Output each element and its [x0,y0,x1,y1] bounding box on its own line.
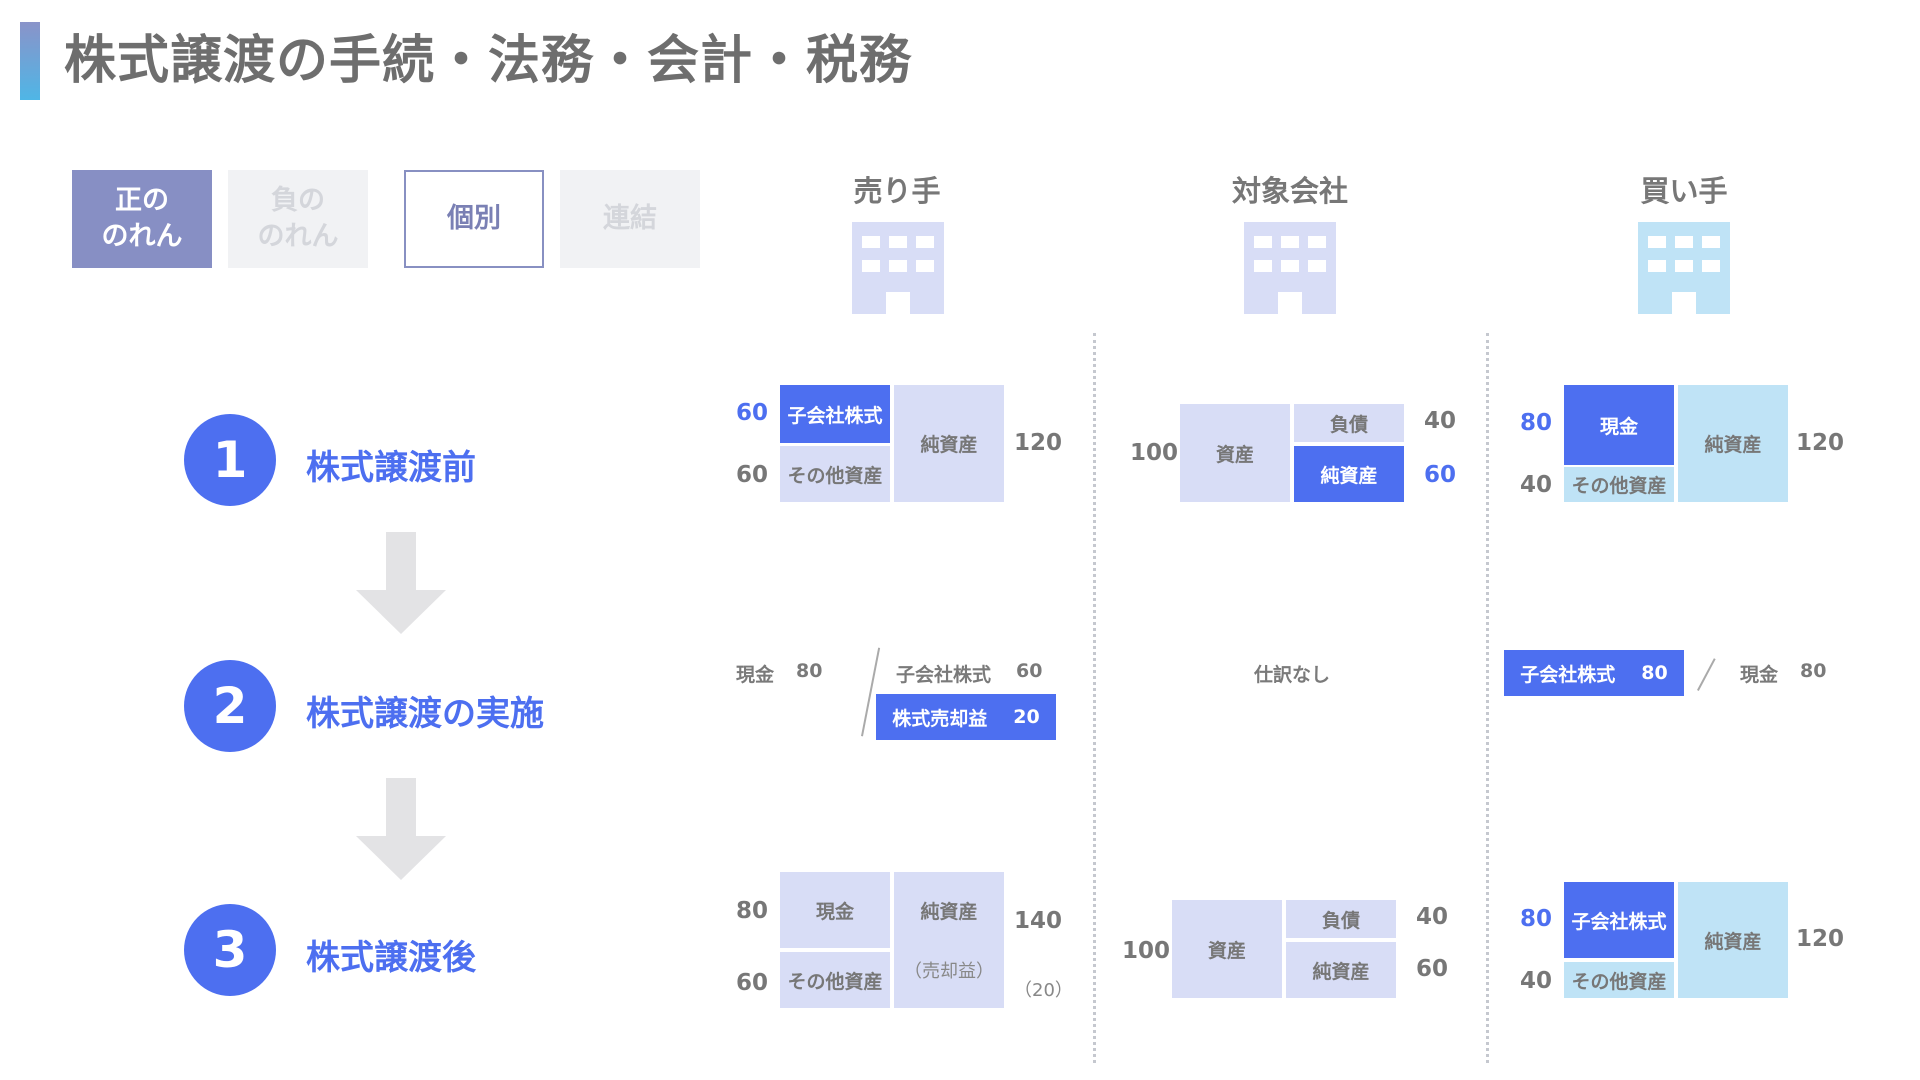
target-liabilities-box: 負債 [1294,404,1404,442]
seller-credit1-label: 子会社株式 [896,664,992,686]
buyer-building-icon [1638,222,1730,314]
seller-building-icon [852,222,944,314]
column-divider-left [1093,333,1096,1063]
seller-net-value: 120 [1014,430,1063,456]
target-after-net-value: 60 [1416,956,1449,982]
seller-after-net-value: 140 [1014,908,1063,934]
step-2-badge: 2 [184,660,276,752]
buyer-debit-value: 80 [1641,662,1668,684]
seller-column-header: 売り手 [853,174,941,208]
buyer-column-header: 買い手 [1640,174,1728,208]
seller-credit2-value: 20 [1013,706,1040,728]
buyer-debit-label: 子会社株式 [1520,663,1616,686]
journal-divider-slash [1697,658,1716,691]
negative-goodwill-toggle[interactable]: 負の のれん [228,170,368,268]
buyer-after-subsidiary-value: 80 [1520,906,1553,932]
step-3-badge: 3 [184,904,276,996]
target-liabilities-value: 40 [1424,408,1457,434]
page-title: 株式譲渡の手続・法務・会計・税務 [64,31,913,91]
seller-after-cash-box: 現金 [780,872,890,948]
target-after-assets-box: 資産 [1172,900,1282,998]
column-divider-right [1486,333,1489,1063]
target-net-assets-box: 純資産 [1294,446,1404,502]
individual-toggle[interactable]: 個別 [404,170,544,268]
title-accent-bar [20,22,40,100]
seller-gain-on-sale-entry: 株式売却益 20 [876,694,1056,740]
buyer-after-subsidiary-stock-box: 子会社株式 [1564,882,1674,958]
buyer-after-net-assets-box: 純資産 [1678,882,1788,998]
seller-after-net-assets-label: 純資産 [920,900,978,923]
buyer-after-other-assets-box: その他資産 [1564,962,1674,998]
seller-after-net-assets-box: 純資産 （売却益） [894,872,1004,1008]
buyer-other-assets-box: その他資産 [1564,467,1674,502]
target-assets-value: 100 [1130,440,1179,466]
target-building-icon [1244,222,1336,314]
arrow-down-icon [356,532,446,634]
arrow-down-icon [356,778,446,880]
seller-subsidiary-stock-box: 子会社株式 [780,385,890,443]
seller-after-gain-sublabel: （売却益） [904,961,994,983]
buyer-after-other-value: 40 [1520,968,1553,994]
target-after-assets-value: 100 [1122,938,1171,964]
seller-net-assets-box: 純資産 [894,385,1004,502]
consolidated-toggle[interactable]: 連結 [560,170,700,268]
buyer-net-assets-box: 純資産 [1678,385,1788,502]
target-assets-box: 資産 [1180,404,1290,502]
buyer-cash-box: 現金 [1564,385,1674,465]
step-2-label: 株式譲渡の実施 [306,694,544,734]
target-after-liabilities-value: 40 [1416,904,1449,930]
buyer-other-value: 40 [1520,472,1553,498]
seller-after-other-value: 60 [736,970,769,996]
seller-credit2-label: 株式売却益 [892,707,988,730]
step-1-badge: 1 [184,414,276,506]
buyer-subsidiary-stock-entry: 子会社株式 80 [1504,650,1684,696]
step-1-label: 株式譲渡前 [306,448,476,488]
buyer-credit-label: 現金 [1740,664,1779,686]
target-column-header: 対象会社 [1231,174,1348,208]
buyer-credit-value: 80 [1800,660,1827,682]
seller-other-value: 60 [736,462,769,488]
positive-goodwill-toggle[interactable]: 正の のれん [72,170,212,268]
target-no-entry-text: 仕訳なし [1253,664,1330,686]
buyer-net-value: 120 [1796,430,1845,456]
seller-subsidiary-value: 60 [736,400,769,426]
target-net-value: 60 [1424,462,1457,488]
step-3-label: 株式譲渡後 [306,938,476,978]
seller-credit1-value: 60 [1016,660,1043,682]
target-after-net-assets-box: 純資産 [1286,942,1396,998]
buyer-after-net-value: 120 [1796,926,1845,952]
seller-after-cash-value: 80 [736,898,769,924]
seller-other-assets-box: その他資産 [780,446,890,502]
seller-debit-label: 現金 [736,664,775,686]
seller-after-gain-value: （20） [1014,980,1073,1001]
buyer-cash-value: 80 [1520,410,1553,436]
seller-after-other-assets-box: その他資産 [780,952,890,1008]
target-after-liabilities-box: 負債 [1286,900,1396,938]
seller-debit-value: 80 [796,660,823,682]
